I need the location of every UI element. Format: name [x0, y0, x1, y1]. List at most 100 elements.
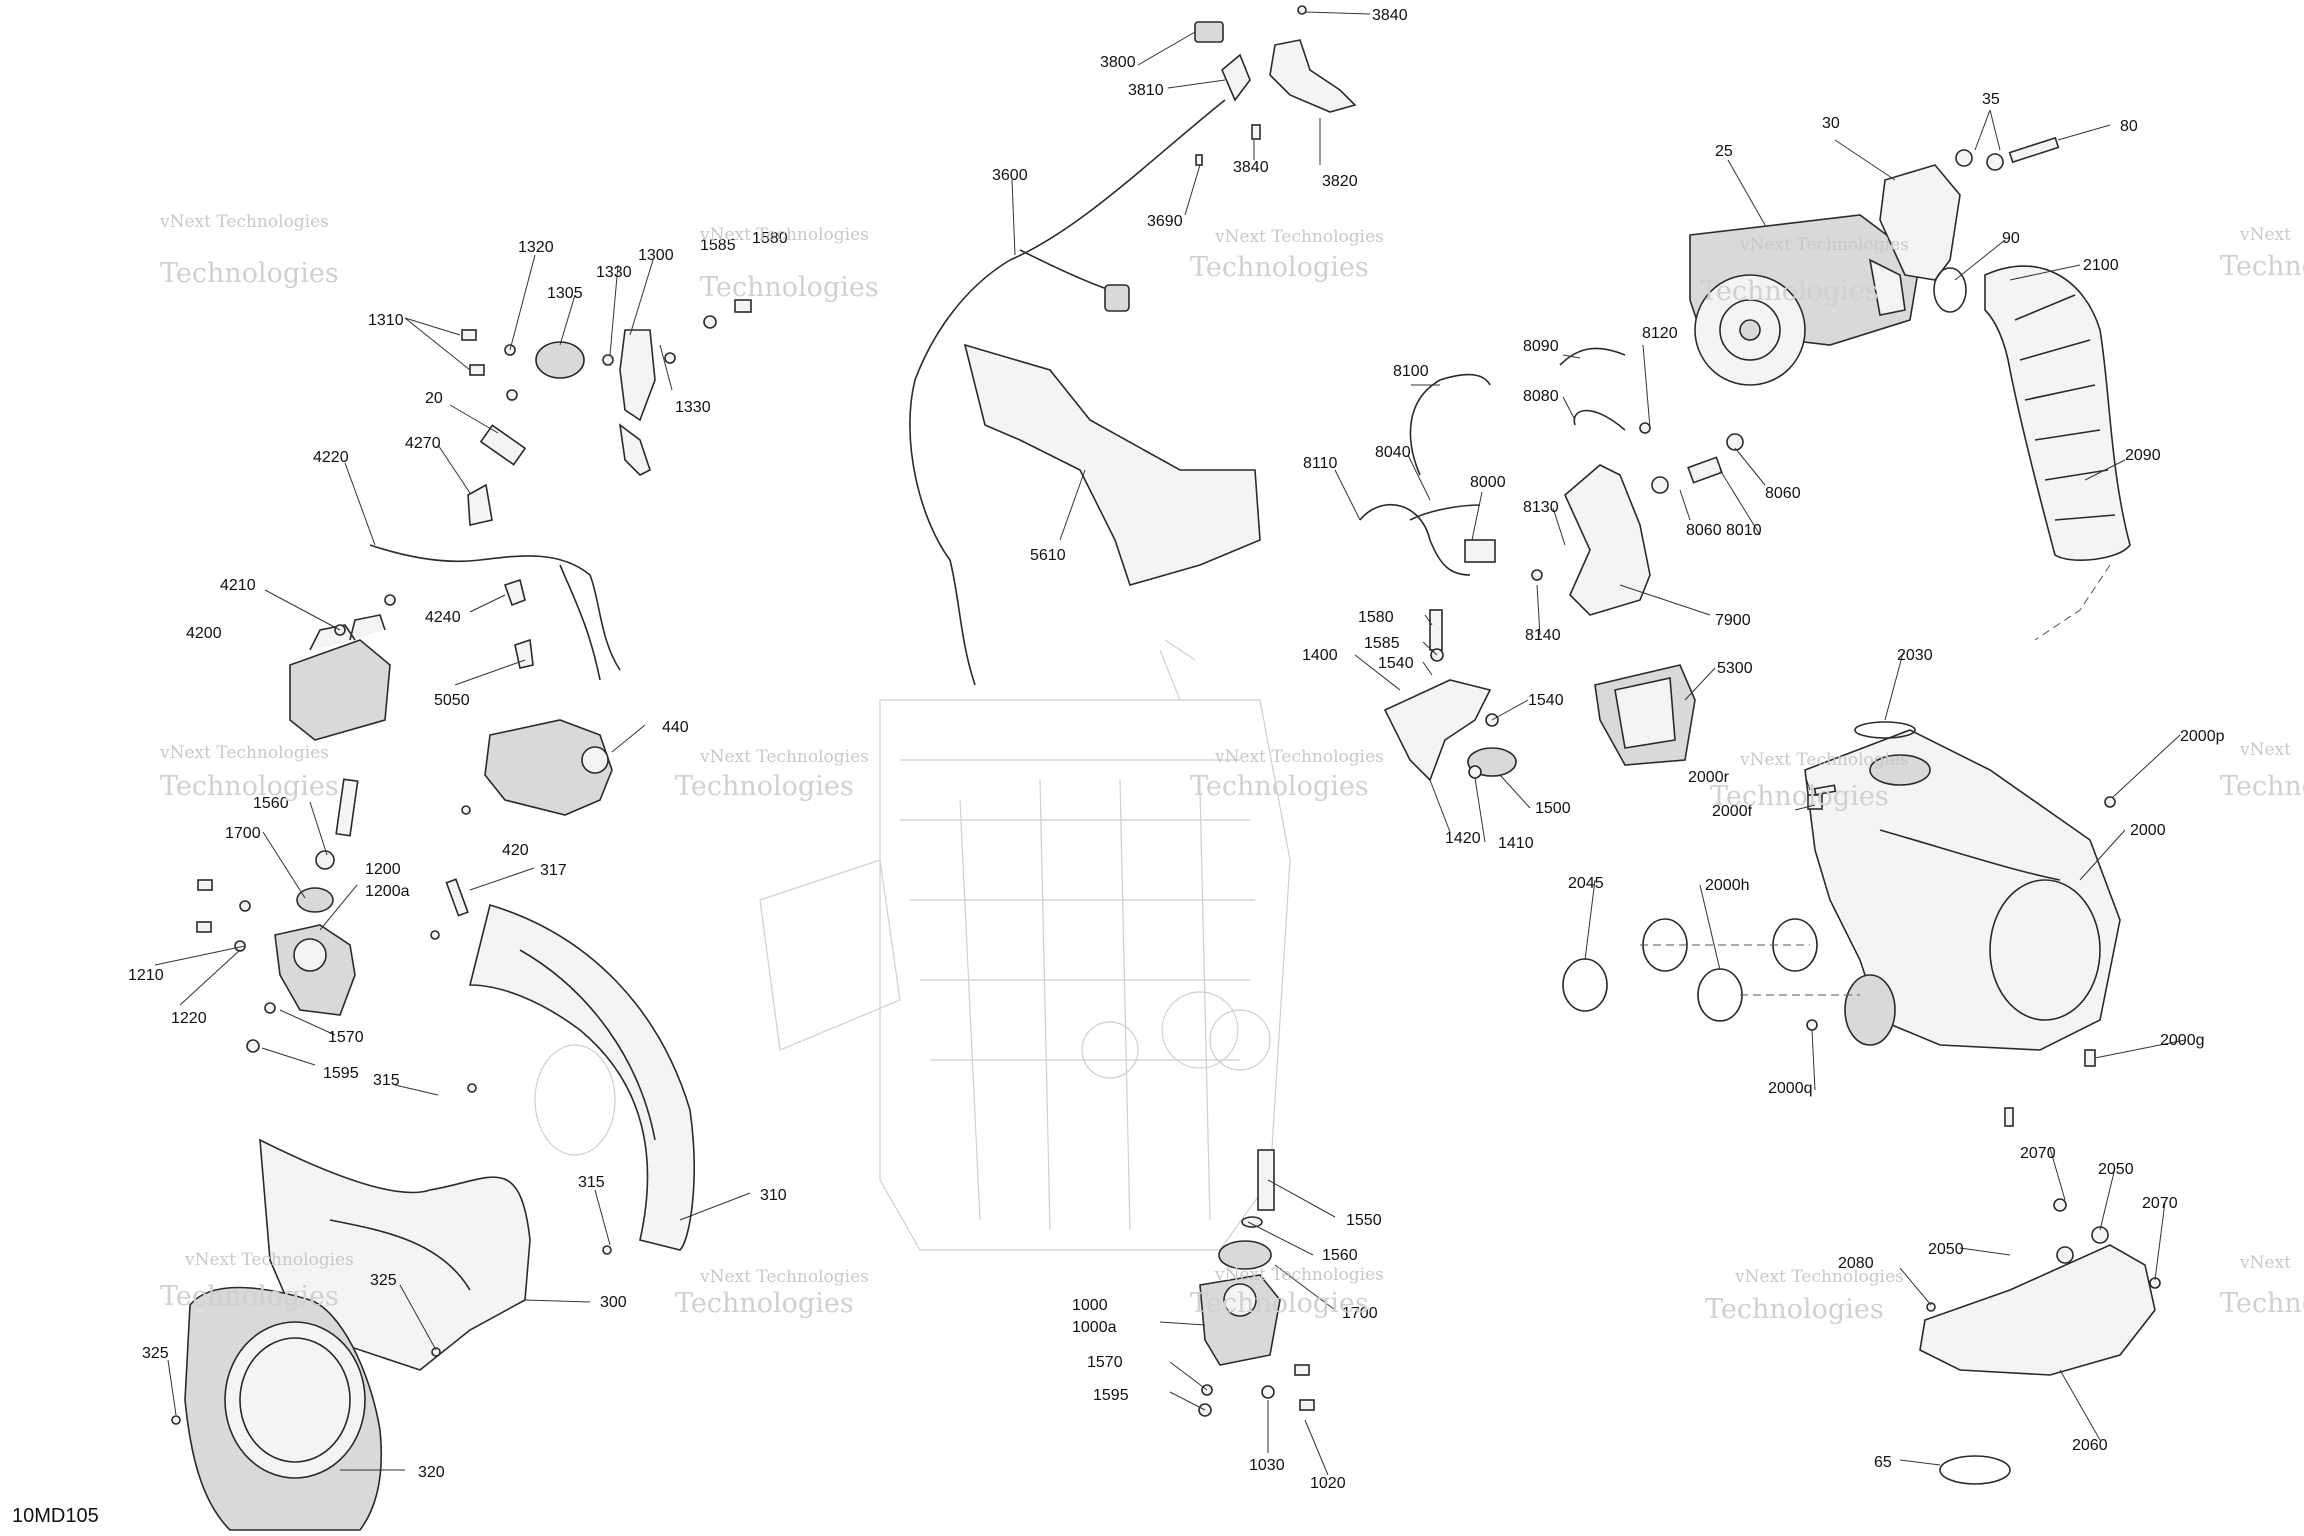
base-plate-2060: [1919, 1244, 2156, 1376]
callout-1580: 1580: [752, 230, 788, 247]
hose-8090: [1559, 347, 1626, 366]
svg-text:vNext Technologies: vNext Technologies: [1214, 747, 1384, 767]
callout-2000r: 2000r: [1688, 769, 1730, 786]
callout-317: 317: [540, 862, 567, 879]
svg-text:Technologies: Technologies: [160, 1281, 339, 1312]
callout-1310: 1310: [368, 312, 404, 329]
svg-text:vNext Technologies: vNext Technologies: [159, 212, 329, 232]
engine-mount-1300: [461, 299, 752, 476]
callout-3800: 3800: [1100, 54, 1136, 71]
callout-1550: 1550: [1346, 1212, 1382, 1229]
hose-8110: [1359, 504, 1471, 576]
svg-text:Technologies: Technologies: [1700, 276, 1879, 307]
callout-8110: 8110: [1303, 455, 1338, 472]
callout-35: 35: [1982, 91, 2000, 108]
svg-text:Technologies: Technologies: [160, 258, 339, 289]
callout-1320: 1320: [518, 239, 554, 256]
callout-315: 315: [373, 1072, 400, 1089]
svg-text:Technologies: Technologies: [1190, 1288, 1369, 1319]
svg-text:vNext Technologies: vNext Technologies: [1734, 1267, 1904, 1287]
callout-1570: 1570: [328, 1029, 364, 1046]
callout-1020: 1020: [1310, 1475, 1346, 1492]
callout-2045: 2045: [1568, 875, 1604, 892]
callout-3840: 3840: [1372, 7, 1408, 24]
callout-3690: 3690: [1147, 213, 1183, 230]
turbocharger-25: [1689, 214, 1921, 386]
callout-8060: 8060: [1686, 522, 1722, 539]
engine-mount-1000: [1198, 1149, 1315, 1417]
callout-1540: 1540: [1528, 692, 1564, 709]
callout-2000g: 2000g: [2160, 1032, 2205, 1049]
callout-1220: 1220: [171, 1010, 207, 1027]
callout-1560: 1560: [253, 795, 289, 812]
callout-5050: 5050: [434, 692, 470, 709]
callout-3810: 3810: [1128, 82, 1164, 99]
callout-3600: 3600: [992, 167, 1028, 184]
callout-320: 320: [418, 1464, 445, 1481]
decal-65: [1939, 1455, 2011, 1485]
svg-text:vNext: vNext: [2239, 740, 2291, 760]
callout-1595: 1595: [1093, 1387, 1129, 1404]
callout-8060: 8060: [1765, 485, 1801, 502]
intake-duct-2090: [1984, 265, 2131, 561]
callout-3840: 3840: [1233, 159, 1269, 176]
svg-text:vNext Technologies: vNext Technologies: [699, 747, 869, 767]
callout-2050: 2050: [1928, 1241, 1964, 1258]
svg-text:Technologies: Technologies: [1190, 252, 1369, 283]
callout-2000: 2000: [2130, 822, 2166, 839]
callout-2000f: 2000f: [1712, 803, 1753, 820]
connector-3600: [1104, 284, 1130, 312]
callout-4210: 4210: [220, 577, 256, 594]
callout-80: 80: [2120, 118, 2138, 135]
callout-4240: 4240: [425, 609, 461, 626]
callout-5610: 5610: [1030, 547, 1066, 564]
clamp-90: [1933, 267, 1967, 313]
bracket-5610: [963, 343, 1261, 586]
callout-300: 300: [600, 1294, 627, 1311]
callout-2080: 2080: [1838, 1255, 1874, 1272]
callout-8100: 8100: [1393, 363, 1429, 380]
bracket-7900: [1564, 464, 1651, 616]
svg-text:Technologies: Technologies: [160, 771, 339, 802]
callout-8090: 8090: [1523, 338, 1559, 355]
callout-8000: 8000: [1470, 474, 1506, 491]
callout-1420: 1420: [1445, 830, 1481, 847]
callout-1580: 1580: [1358, 609, 1394, 626]
svg-text:Technologies: Technologies: [675, 1288, 854, 1319]
hose-8040: [1409, 504, 1481, 521]
svg-text:Technologies: Technologies: [1705, 1294, 1884, 1325]
callout-2090: 2090: [2125, 447, 2161, 464]
fitting-8000: [1464, 539, 1496, 563]
engine-mount-1200: [196, 778, 359, 1053]
callout-1400: 1400: [1302, 647, 1338, 664]
callout-5300: 5300: [1717, 660, 1753, 677]
callout-90: 90: [2002, 230, 2020, 247]
callout-4220: 4220: [313, 449, 349, 466]
drawing-code: 10MD105: [12, 1505, 99, 1527]
callout-1570: 1570: [1087, 1354, 1123, 1371]
sensor-bracket-assembly: [1194, 5, 1357, 166]
callout-3820: 3820: [1322, 173, 1358, 190]
callout-2000q: 2000q: [1768, 1080, 1813, 1097]
callout-labels: 3840 3800 3810 3820 3840 3690 3600 5610 …: [12, 7, 2225, 1527]
hose-8100: [1409, 373, 1491, 476]
callout-1300: 1300: [638, 247, 674, 264]
ignition-coil-4200: [289, 594, 396, 741]
svg-text:vNext: vNext: [2239, 225, 2291, 245]
callout-7900: 7900: [1715, 612, 1751, 629]
callout-1330: 1330: [675, 399, 711, 416]
callout-325: 325: [142, 1345, 169, 1362]
callout-2060: 2060: [2072, 1437, 2108, 1454]
engine-mount-1400: [1383, 609, 1517, 782]
callout-2030: 2030: [1897, 647, 1933, 664]
callout-1000a: 1000a: [1072, 1319, 1117, 1336]
callout-8010: 8010: [1726, 522, 1762, 539]
callout-1700: 1700: [1342, 1305, 1378, 1322]
svg-text:vNext Technologies: vNext Technologies: [1214, 1265, 1384, 1285]
callout-1210: 1210: [128, 967, 164, 984]
callout-8120: 8120: [1642, 325, 1678, 342]
callout-1540: 1540: [1378, 655, 1414, 672]
callout-1030: 1030: [1249, 1457, 1285, 1474]
callout-1200a: 1200a: [365, 883, 410, 900]
